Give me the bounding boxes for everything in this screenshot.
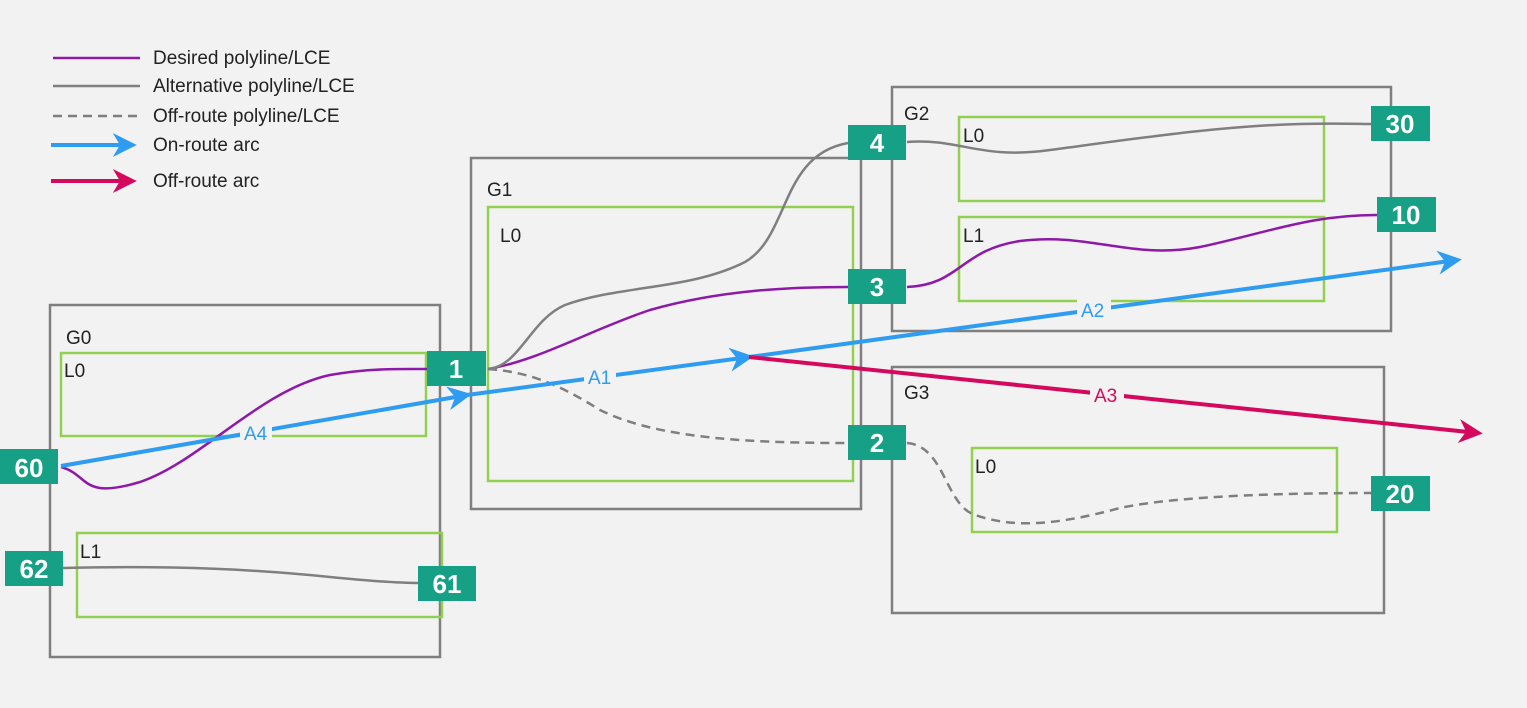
arc-a1-label: A1 xyxy=(588,368,611,389)
group-g0-lane-l1-label: L1 xyxy=(80,542,101,563)
group-g2-lane-l1-label: L1 xyxy=(963,226,984,247)
svg-text:61: 61 xyxy=(433,569,462,599)
group-g1-lane-l0-label: L0 xyxy=(500,226,521,247)
offroute-polyline-g3 xyxy=(906,441,1372,525)
node-30[interactable]: 30 xyxy=(1371,106,1430,141)
g2-lane-l0-box xyxy=(957,115,1326,203)
legend-offroute-label: Off-route polyline/LCE xyxy=(153,106,340,127)
group-g2-lane-l0-label: L0 xyxy=(963,126,984,147)
node-61[interactable]: 61 xyxy=(418,566,476,601)
desired-polyline-g0 xyxy=(60,367,428,490)
legend-offroute-arc-label: Off-route arc xyxy=(153,171,259,192)
g1-lane-l0-box xyxy=(486,205,855,483)
group-g3-box xyxy=(890,365,1386,615)
legend-onroute-arc-label: On-route arc xyxy=(153,135,260,156)
svg-text:62: 62 xyxy=(20,554,49,584)
legend: Desired polyline/LCE Alternative polylin… xyxy=(51,48,355,193)
node-4[interactable]: 4 xyxy=(848,125,906,160)
arc-a2-label: A2 xyxy=(1081,301,1104,322)
svg-text:60: 60 xyxy=(15,453,44,483)
node-60[interactable]: 60 xyxy=(0,449,58,484)
svg-text:1: 1 xyxy=(449,354,463,384)
alternative-polyline-g0-l1 xyxy=(62,565,419,585)
node-3[interactable]: 3 xyxy=(848,269,906,304)
group-labels: G0 L0 L1 G1 L0 G2 L0 L1 G3 L0 xyxy=(64,104,996,563)
desired-polyline-g2 xyxy=(906,213,1378,289)
svg-text:3: 3 xyxy=(870,272,884,302)
group-g0-lane-l0-label: L0 xyxy=(64,361,85,382)
svg-text:2: 2 xyxy=(870,428,884,458)
arc-a4-label-bg xyxy=(240,422,272,444)
group-g0-box xyxy=(48,303,442,659)
group-g1-label: G1 xyxy=(487,180,512,201)
node-20[interactable]: 20 xyxy=(1371,476,1430,511)
arc-a4-label: A4 xyxy=(244,424,268,445)
g0-lane-l1-box xyxy=(75,531,444,619)
node-10[interactable]: 10 xyxy=(1377,197,1436,232)
node-1[interactable]: 1 xyxy=(427,351,486,386)
alternative-polyline-g1 xyxy=(487,141,849,371)
nodes: 60 62 61 1 4 3 2 30 xyxy=(0,106,1436,601)
node-2[interactable]: 2 xyxy=(848,425,906,460)
arc-a3-label: A3 xyxy=(1094,386,1117,407)
desired-polyline-g1 xyxy=(487,285,849,371)
svg-text:30: 30 xyxy=(1386,109,1415,139)
alternative-polyline-g2 xyxy=(906,122,1372,154)
svg-text:4: 4 xyxy=(870,128,885,158)
svg-text:10: 10 xyxy=(1392,200,1421,230)
legend-alternative-label: Alternative polyline/LCE xyxy=(153,76,355,97)
group-g3-label: G3 xyxy=(904,383,929,404)
offroute-polyline-g1 xyxy=(487,367,849,445)
g2-lane-l1-box xyxy=(957,215,1326,303)
arc-a2-label-bg xyxy=(1077,299,1111,321)
g3-lane-l0-box xyxy=(970,446,1339,534)
legend-desired-label: Desired polyline/LCE xyxy=(153,48,330,69)
arc-a1-label-bg xyxy=(584,366,616,388)
group-g2-label: G2 xyxy=(904,104,929,125)
group-g3-lane-l0-label: L0 xyxy=(975,457,996,478)
group-g0-label: G0 xyxy=(66,328,91,349)
svg-text:20: 20 xyxy=(1386,479,1415,509)
arc-a3-label-bg xyxy=(1090,384,1124,406)
arc-labels: A4 A1 A2 A3 xyxy=(240,299,1124,445)
polylines xyxy=(60,122,1378,585)
group-g1-box xyxy=(469,156,863,511)
node-62[interactable]: 62 xyxy=(5,551,63,586)
